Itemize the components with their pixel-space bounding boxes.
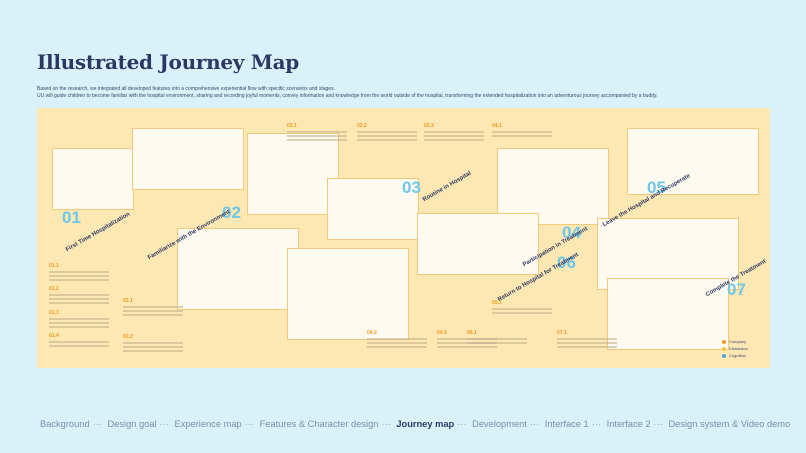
scene-block xyxy=(287,248,409,340)
feature-card: 03.1 xyxy=(287,123,347,141)
nav-interface-1[interactable]: Interface 1 xyxy=(544,419,589,429)
stage-number-03: 03 xyxy=(402,178,421,197)
legend-item: Company xyxy=(722,339,748,344)
legend-item: Distraction xyxy=(722,346,748,351)
legend: Company Distraction Cognition xyxy=(722,339,748,360)
feature-card: 01.2 xyxy=(49,286,109,304)
feature-card: 04.2 xyxy=(367,330,427,348)
feature-card: 03.3 xyxy=(424,123,484,141)
feature-card: 01.3 xyxy=(49,310,109,328)
nav-development[interactable]: Development xyxy=(472,419,527,429)
nav-design-system-video-demo[interactable]: Design system & Video demo xyxy=(668,419,791,429)
scene-block xyxy=(497,148,609,225)
scene-block xyxy=(132,128,244,190)
stage-name-03: Routine in Hospital xyxy=(422,170,473,204)
description-line-2: UU will guide children to become familia… xyxy=(37,93,658,99)
feature-card: 06.1 xyxy=(467,330,527,344)
journey-map-illustration: 01 First Time Hospitalization 02 Familia… xyxy=(37,108,770,368)
section-nav: Background··· Design goal··· Experience … xyxy=(40,419,791,429)
stage-number-01: 01 xyxy=(62,208,81,227)
scene-block xyxy=(177,228,299,310)
scene-block xyxy=(327,178,419,240)
nav-interface-2[interactable]: Interface 2 xyxy=(606,419,651,429)
description-line-1: Based on the research, we integrated all… xyxy=(37,86,335,92)
scene-block xyxy=(247,133,339,215)
feature-card: 02.1 xyxy=(123,298,183,316)
stage-number-05: 05 xyxy=(647,178,666,197)
page-title: Illustrated Journey Map xyxy=(37,50,299,74)
scene-block xyxy=(52,148,134,210)
feature-card: 01.4 xyxy=(49,333,109,347)
stage-number-02: 02 xyxy=(222,203,241,222)
nav-background[interactable]: Background xyxy=(40,419,90,429)
stage-number-06: 06 xyxy=(557,253,576,272)
nav-journey-map[interactable]: Journey map xyxy=(396,419,455,429)
feature-card: 01.1 xyxy=(49,263,109,281)
page-description: Based on the research, we integrated all… xyxy=(37,86,777,100)
scene-block xyxy=(607,278,729,350)
nav-design-goal[interactable]: Design goal xyxy=(107,419,157,429)
feature-card: 04.1 xyxy=(492,123,552,137)
scene-block xyxy=(417,213,539,275)
nav-features-character-design[interactable]: Features & Character design xyxy=(259,419,379,429)
stage-number-07: 07 xyxy=(727,280,746,299)
stage-number-04: 04 xyxy=(562,223,581,242)
legend-item: Cognition xyxy=(722,353,748,358)
feature-card: 07.1 xyxy=(557,330,617,348)
feature-card: 02.2 xyxy=(123,334,183,352)
nav-experience-map[interactable]: Experience map xyxy=(174,419,242,429)
feature-card: 03.2 xyxy=(357,123,417,141)
feature-card: 05.1 xyxy=(492,300,552,314)
scene-block xyxy=(627,128,759,195)
